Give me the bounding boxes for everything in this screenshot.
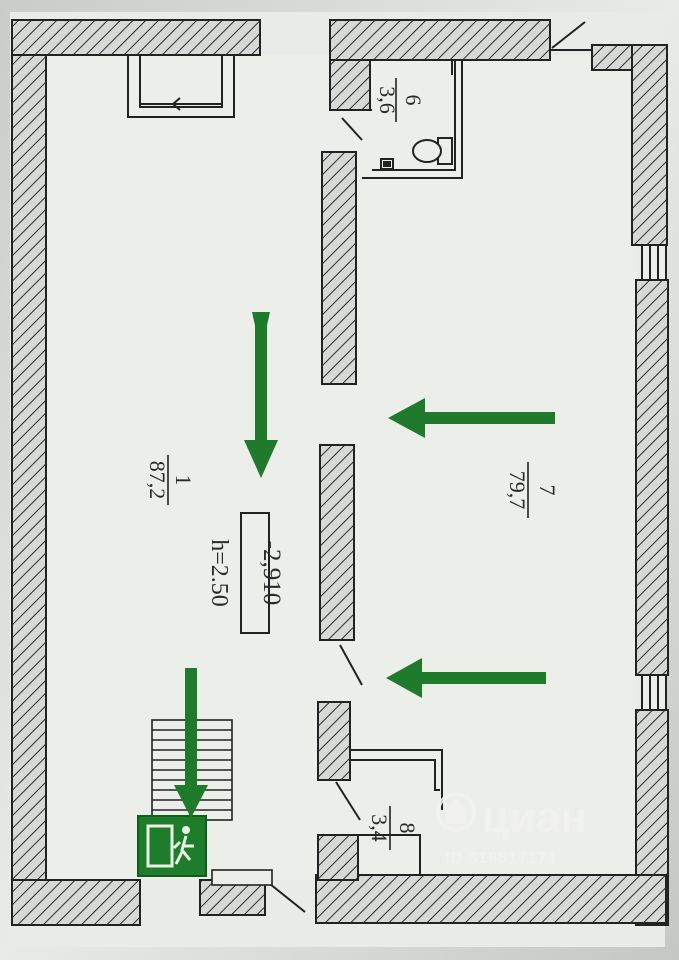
room-number: 6 — [401, 95, 426, 106]
interior-walls — [317, 151, 357, 781]
arrow-left-upper — [388, 398, 555, 438]
room-8-label: 8 3,4 — [367, 806, 420, 850]
door-room6 — [341, 117, 363, 141]
room-number: 1 — [171, 475, 196, 486]
watermark-logo-icon — [436, 792, 476, 832]
room-area: 3,6 — [375, 86, 400, 114]
arrow-left-lower — [386, 658, 546, 698]
arrow-down-exit — [174, 668, 208, 818]
wall-top-left — [11, 19, 261, 56]
watermark: циан ID 318517171 — [436, 792, 587, 867]
door-bottom — [269, 883, 306, 913]
wall-bottom-left — [11, 879, 141, 926]
watermark-listing-id: ID 318517171 — [445, 850, 558, 867]
partition-middle — [319, 444, 355, 641]
room-8-outline — [350, 749, 443, 875]
room-7-label: 7 79,7 — [505, 462, 560, 518]
door-frame-top-left — [127, 54, 235, 118]
door-arrow-icon — [171, 97, 186, 111]
emergency-exit-icon — [137, 815, 207, 877]
sink-icon — [380, 158, 394, 170]
route-arrows — [174, 312, 555, 818]
room-area: 79,7 — [505, 471, 530, 510]
door-room7 — [339, 644, 363, 686]
wall-room8-corner — [317, 834, 359, 881]
room-number: 8 — [395, 823, 420, 834]
partition-upper — [321, 151, 357, 385]
wall-top-mid — [329, 19, 551, 61]
watermark-brand: циан — [482, 793, 587, 842]
room-6-label: 6 3,6 — [375, 78, 426, 122]
wall-bottom-mid — [199, 879, 266, 916]
wall-right-mid — [635, 279, 669, 676]
wall-bottom-right — [315, 874, 667, 924]
window-right — [641, 244, 667, 711]
room-1-label: 1 87,2 — [145, 455, 196, 505]
top-door — [550, 21, 592, 51]
toilet-icon — [412, 137, 453, 165]
level-mark-box — [240, 512, 270, 634]
wall-right-upper — [631, 44, 668, 246]
arrow-down-room1 — [244, 312, 278, 478]
level-mark: -2,910 — [258, 541, 285, 606]
room-6-wc — [362, 60, 463, 179]
wall-left — [11, 19, 47, 926]
room-area: 3,4 — [367, 814, 392, 842]
partition-lower — [317, 701, 351, 781]
room-area: 87,2 — [145, 461, 170, 500]
door-swings — [269, 117, 363, 913]
door-room8 — [335, 781, 361, 821]
ceiling-height: h=2.50 — [206, 539, 232, 607]
room-number: 7 — [535, 485, 560, 496]
